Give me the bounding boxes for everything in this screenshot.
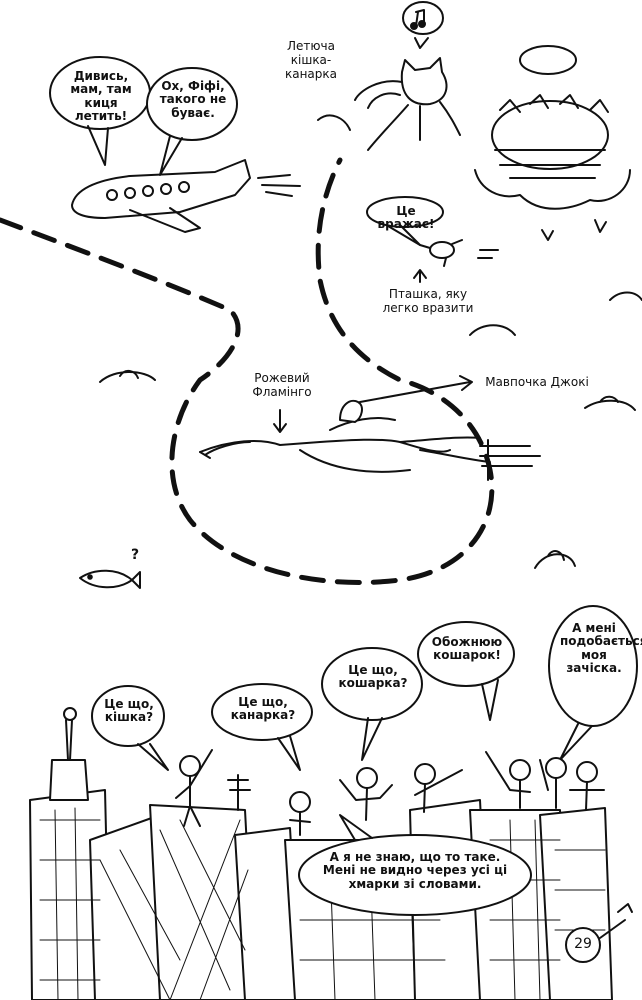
bubble-mom-plane-text: Ох, Фіфі, такого не буває. xyxy=(159,79,227,120)
caption-flamingo: Рожевий Фламінго xyxy=(252,371,312,399)
bird xyxy=(366,196,499,283)
bubble-kid-cat-text: Це що, кішка? xyxy=(104,697,154,725)
page-number: 29 xyxy=(574,936,592,952)
fish xyxy=(79,569,141,589)
building-hatching xyxy=(39,807,606,1000)
caption-bird: Пташка, яку легко вразити xyxy=(382,287,474,315)
bubble-kid-love-text: Обожнюю кошарок! xyxy=(431,635,503,663)
cat-flock xyxy=(474,45,631,241)
caption-monkey: Мавпочка Джокі xyxy=(485,375,589,389)
critter xyxy=(609,291,642,301)
page-number-circle xyxy=(565,927,601,963)
antenna xyxy=(227,774,251,811)
bubble-kid-canary-text: Це що, канарка? xyxy=(230,695,296,723)
bubble-kid-catbasket xyxy=(321,647,423,721)
flamingo xyxy=(199,400,541,481)
critter xyxy=(534,550,576,569)
bubble-bird-text: Це вражає! xyxy=(377,204,435,232)
critter xyxy=(584,395,636,411)
bubble-child-plane-text: Дивись, мам, там киця летить! xyxy=(70,69,132,124)
kids xyxy=(175,749,605,836)
bubble-kid-unknown xyxy=(298,834,532,916)
bubble-kid-catbasket-text: Це що, кошарка? xyxy=(338,663,408,691)
critter xyxy=(99,370,156,383)
bubble-kid-unknown-text: А я не знаю, що то таке. Мені не видно ч… xyxy=(322,850,508,891)
bubble-kid-hair-text: А мені подобається моя зачіска. xyxy=(560,621,642,676)
bubble-kid-love xyxy=(417,621,515,687)
fish-question-mark: ? xyxy=(130,547,140,563)
bubble-kid-canary xyxy=(211,683,313,741)
critter xyxy=(469,324,516,336)
caption-cat-canary: Летюча кішка-канарка xyxy=(284,39,338,81)
cat-canary xyxy=(317,1,461,151)
flight-path xyxy=(0,157,495,585)
bubble-kid-cat xyxy=(91,685,165,747)
bubble-mom-plane xyxy=(146,67,238,141)
airplane xyxy=(71,159,301,233)
